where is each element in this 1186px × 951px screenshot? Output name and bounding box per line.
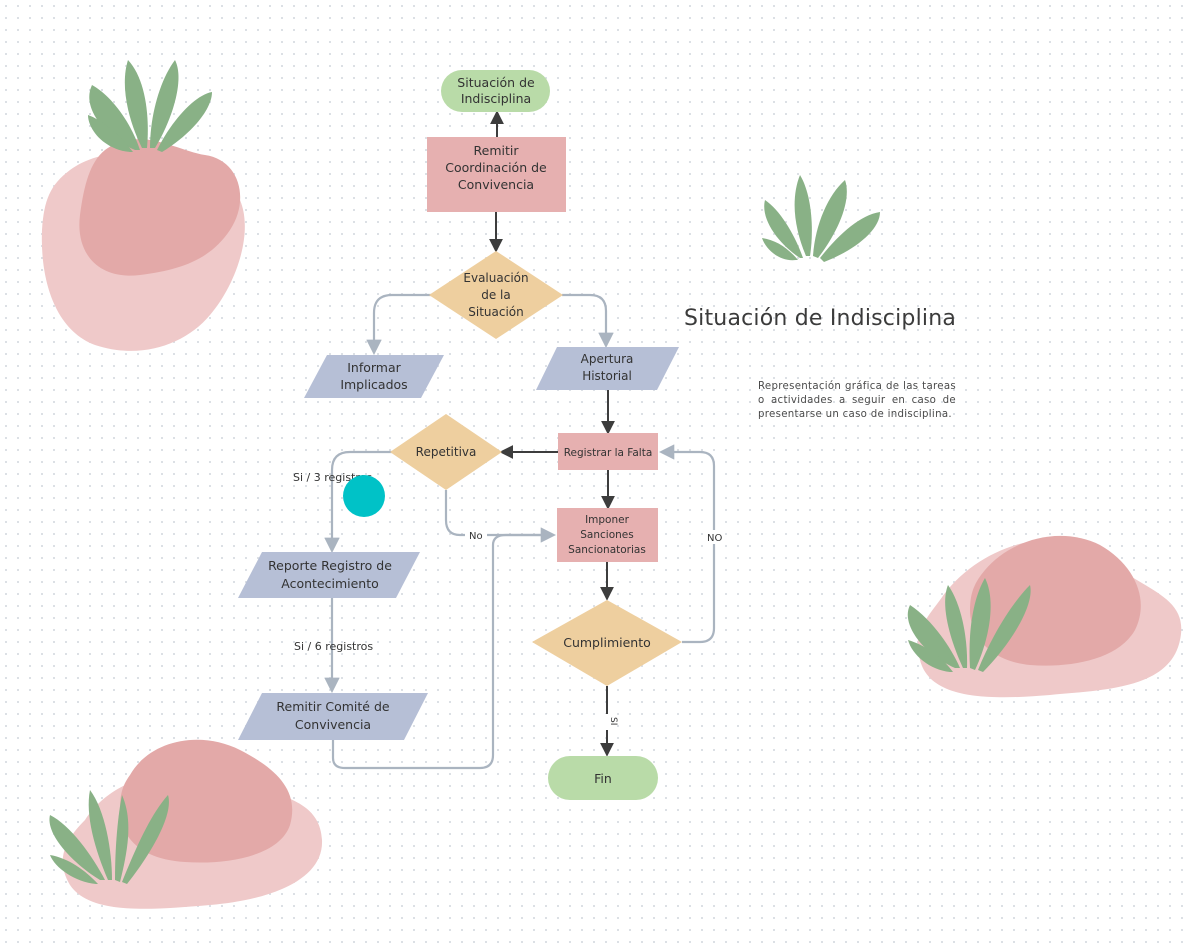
node-apertura-historial[interactable]: Apertura Historial xyxy=(536,347,679,390)
node-label: Indisciplina xyxy=(461,91,531,106)
node-informar-implicados[interactable]: Informar Implicados xyxy=(304,355,444,398)
teal-marker-dot[interactable] xyxy=(343,475,385,517)
node-label: Apertura xyxy=(581,352,634,366)
decoration-right xyxy=(907,535,1182,698)
node-label: Imponer xyxy=(585,514,630,526)
connectors xyxy=(324,110,716,770)
decoration-top-left xyxy=(41,60,245,351)
node-remitir-coordinacion[interactable]: Remitir Coordinación de Convivencia xyxy=(427,137,566,212)
edge-label-no-upper: NO xyxy=(707,533,722,544)
node-label: Remitir xyxy=(474,143,520,158)
blob-dark xyxy=(120,739,293,863)
decoration-bottom-left xyxy=(49,739,323,909)
node-label: Situación xyxy=(468,305,524,319)
node-cumplimiento-decision[interactable]: Cumplimiento xyxy=(532,600,682,686)
diagram-description: Representación gráfica de las tareas o a… xyxy=(758,381,956,420)
node-evaluacion-decision[interactable]: Evaluación de la Situación xyxy=(429,251,563,339)
node-label: Evaluación xyxy=(463,271,528,285)
node-label: Acontecimiento xyxy=(281,576,379,591)
leaf-icon xyxy=(49,790,169,884)
arrow-repetitiva-to-reporte xyxy=(324,450,392,554)
node-label: Informar xyxy=(347,360,401,375)
node-label: Situación de xyxy=(457,75,535,90)
node-label: Sancionatorias xyxy=(568,544,646,556)
node-label: Registrar la Falta xyxy=(564,447,653,459)
node-registrar-falta[interactable]: Registrar la Falta xyxy=(558,433,658,470)
blob-dark xyxy=(79,139,241,276)
node-label: Convivencia xyxy=(458,177,534,192)
arrow-remitir-comite-to-imponer xyxy=(331,533,553,770)
diagram-title: Situación de Indisciplina xyxy=(684,306,957,331)
arrow-evaluacion-to-informar xyxy=(366,293,432,356)
node-imponer-sanciones[interactable]: Imponer Sanciones Sancionatorias xyxy=(557,508,658,562)
leaf-icon xyxy=(907,578,1031,672)
node-label: Implicados xyxy=(340,377,407,392)
node-label: Sanciones xyxy=(580,529,633,541)
node-fin-terminal[interactable]: Fin xyxy=(548,756,658,800)
arrow-evaluacion-to-apertura xyxy=(562,293,614,349)
node-label: Historial xyxy=(582,369,632,383)
leaf-icon xyxy=(88,60,212,152)
leaf-icon xyxy=(762,175,880,262)
edge-label-no: No xyxy=(469,531,483,542)
node-label: Convivencia xyxy=(295,717,371,732)
node-label: Coordinación de xyxy=(445,160,547,175)
node-repetitiva-decision[interactable]: Repetitiva xyxy=(390,414,502,490)
node-reporte-registro[interactable]: Reporte Registro de Acontecimiento xyxy=(238,552,420,598)
arrow-repetitiva-no-to-imponer xyxy=(444,490,557,543)
edge-label-si-6: Si / 6 registros xyxy=(294,640,373,653)
node-label: Repetitiva xyxy=(416,445,477,459)
node-label: Fin xyxy=(594,771,612,786)
node-label: Remitir Comité de xyxy=(276,699,389,714)
node-start-terminal[interactable]: Situación de Indisciplina xyxy=(441,70,550,112)
edge-label-si: SI xyxy=(608,717,618,725)
node-remitir-comite[interactable]: Remitir Comité de Convivencia xyxy=(238,693,428,740)
node-label: Cumplimiento xyxy=(563,635,651,650)
arrow-cumplimiento-no-to-registrar xyxy=(658,444,716,644)
node-label: Reporte Registro de xyxy=(268,558,392,573)
node-label: de la xyxy=(481,288,511,302)
